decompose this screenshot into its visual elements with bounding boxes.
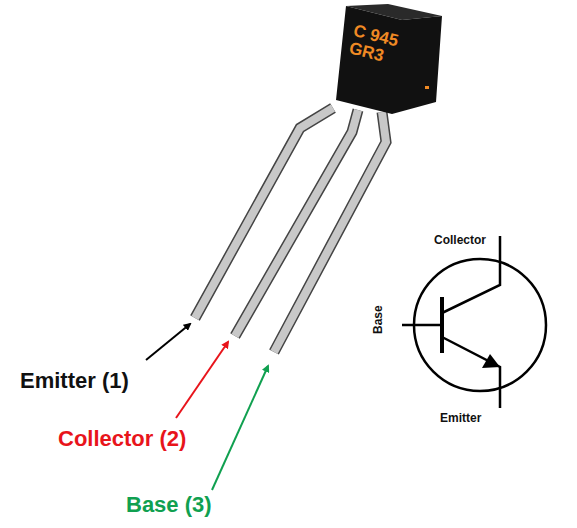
- leader-line: [146, 324, 190, 360]
- terminal-label: Emitter: [440, 412, 481, 424]
- terminal-label: Base: [372, 305, 384, 334]
- npn-symbol: [402, 236, 546, 408]
- pin-label: Collector (2): [58, 428, 186, 450]
- pin-label: Base (3): [126, 494, 212, 516]
- transistor-body: C 945GR3: [322, 4, 444, 116]
- leader-line: [176, 342, 228, 418]
- terminal-label: Collector: [434, 234, 486, 246]
- pin-label: Emitter (1): [20, 370, 129, 392]
- transistor-legs: [195, 108, 386, 352]
- emitter-arrow: [482, 354, 500, 368]
- leader-line: [212, 366, 268, 490]
